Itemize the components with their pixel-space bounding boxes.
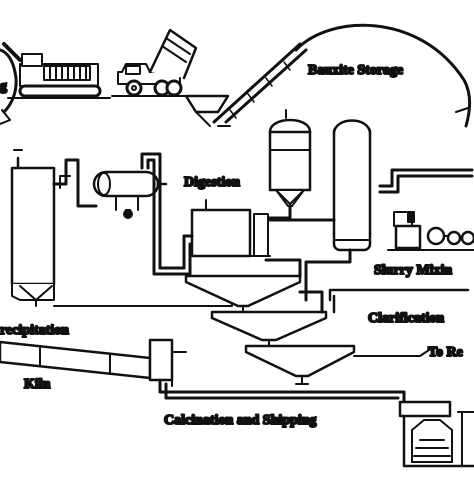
clarifier-piping	[304, 248, 470, 314]
shipping-silo	[398, 400, 474, 468]
label-digestion: Digestion	[184, 175, 240, 190]
label-precipitation: recipitation	[0, 323, 69, 338]
digester-column	[332, 119, 372, 252]
digestion-tank	[190, 199, 271, 258]
bauxite-storage-dome	[294, 23, 471, 128]
precipitation-tank	[10, 149, 98, 307]
excavator-icon	[0, 42, 111, 125]
dump-truck-icon	[111, 28, 201, 97]
label-mining: g	[0, 79, 7, 94]
label-bauxite-storage: Bauxite Storage	[308, 63, 403, 78]
clarifier-3	[244, 344, 433, 385]
heat-exchanger	[92, 170, 168, 219]
digestion-vessel	[264, 109, 312, 220]
rotary-kiln	[0, 338, 187, 382]
shipping-conveyor	[158, 371, 406, 402]
label-to-residue: To Re	[428, 345, 463, 360]
slurry-mixer-icon	[387, 211, 474, 251]
hopper-conveyor	[184, 42, 308, 127]
feed-piping	[268, 168, 474, 222]
label-kiln: Kiln	[24, 377, 51, 392]
label-clarification: Clarification	[368, 311, 444, 326]
label-slurry-mixing: Slurry Mixin	[374, 263, 452, 278]
label-calcination: Calcination and Shipping	[164, 413, 317, 428]
